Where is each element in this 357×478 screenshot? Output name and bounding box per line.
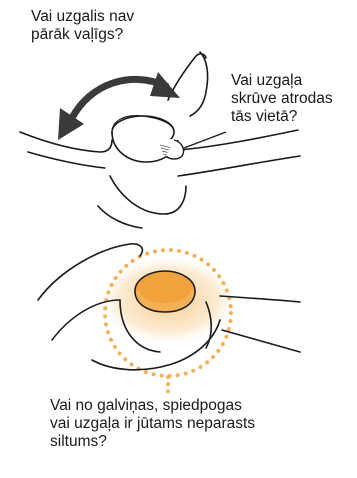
screw-line-1: Vai uzgaļa: [231, 72, 333, 90]
heat-line-3: siltums?: [50, 433, 255, 451]
crown-loose-line-1: Vai uzgalis nav: [31, 8, 134, 26]
screw-in-place-question: Vai uzgaļa skrūve atrodas tās vietā?: [231, 72, 333, 126]
heat-check-question: Vai no galviņas, spiedpogas vai uzgaļa i…: [50, 397, 255, 451]
watch-crown-icon: [112, 116, 184, 162]
screw-line-3: tās vietā?: [231, 108, 333, 126]
crown-loose-line-2: pārāk vaļīgs?: [31, 26, 134, 44]
heat-line-1: Vai no galviņas, spiedpogas: [50, 397, 255, 415]
screw-line-2: skrūve atrodas: [231, 90, 333, 108]
screw-pointer-line: [184, 132, 226, 148]
warm-button-icon: [135, 271, 195, 312]
heat-line-2: vai uzgaļa ir jūtams neparasts: [50, 415, 255, 433]
crown-loose-question: Vai uzgalis nav pārāk vaļīgs?: [31, 8, 134, 44]
warm-button-illustration: [38, 244, 300, 394]
